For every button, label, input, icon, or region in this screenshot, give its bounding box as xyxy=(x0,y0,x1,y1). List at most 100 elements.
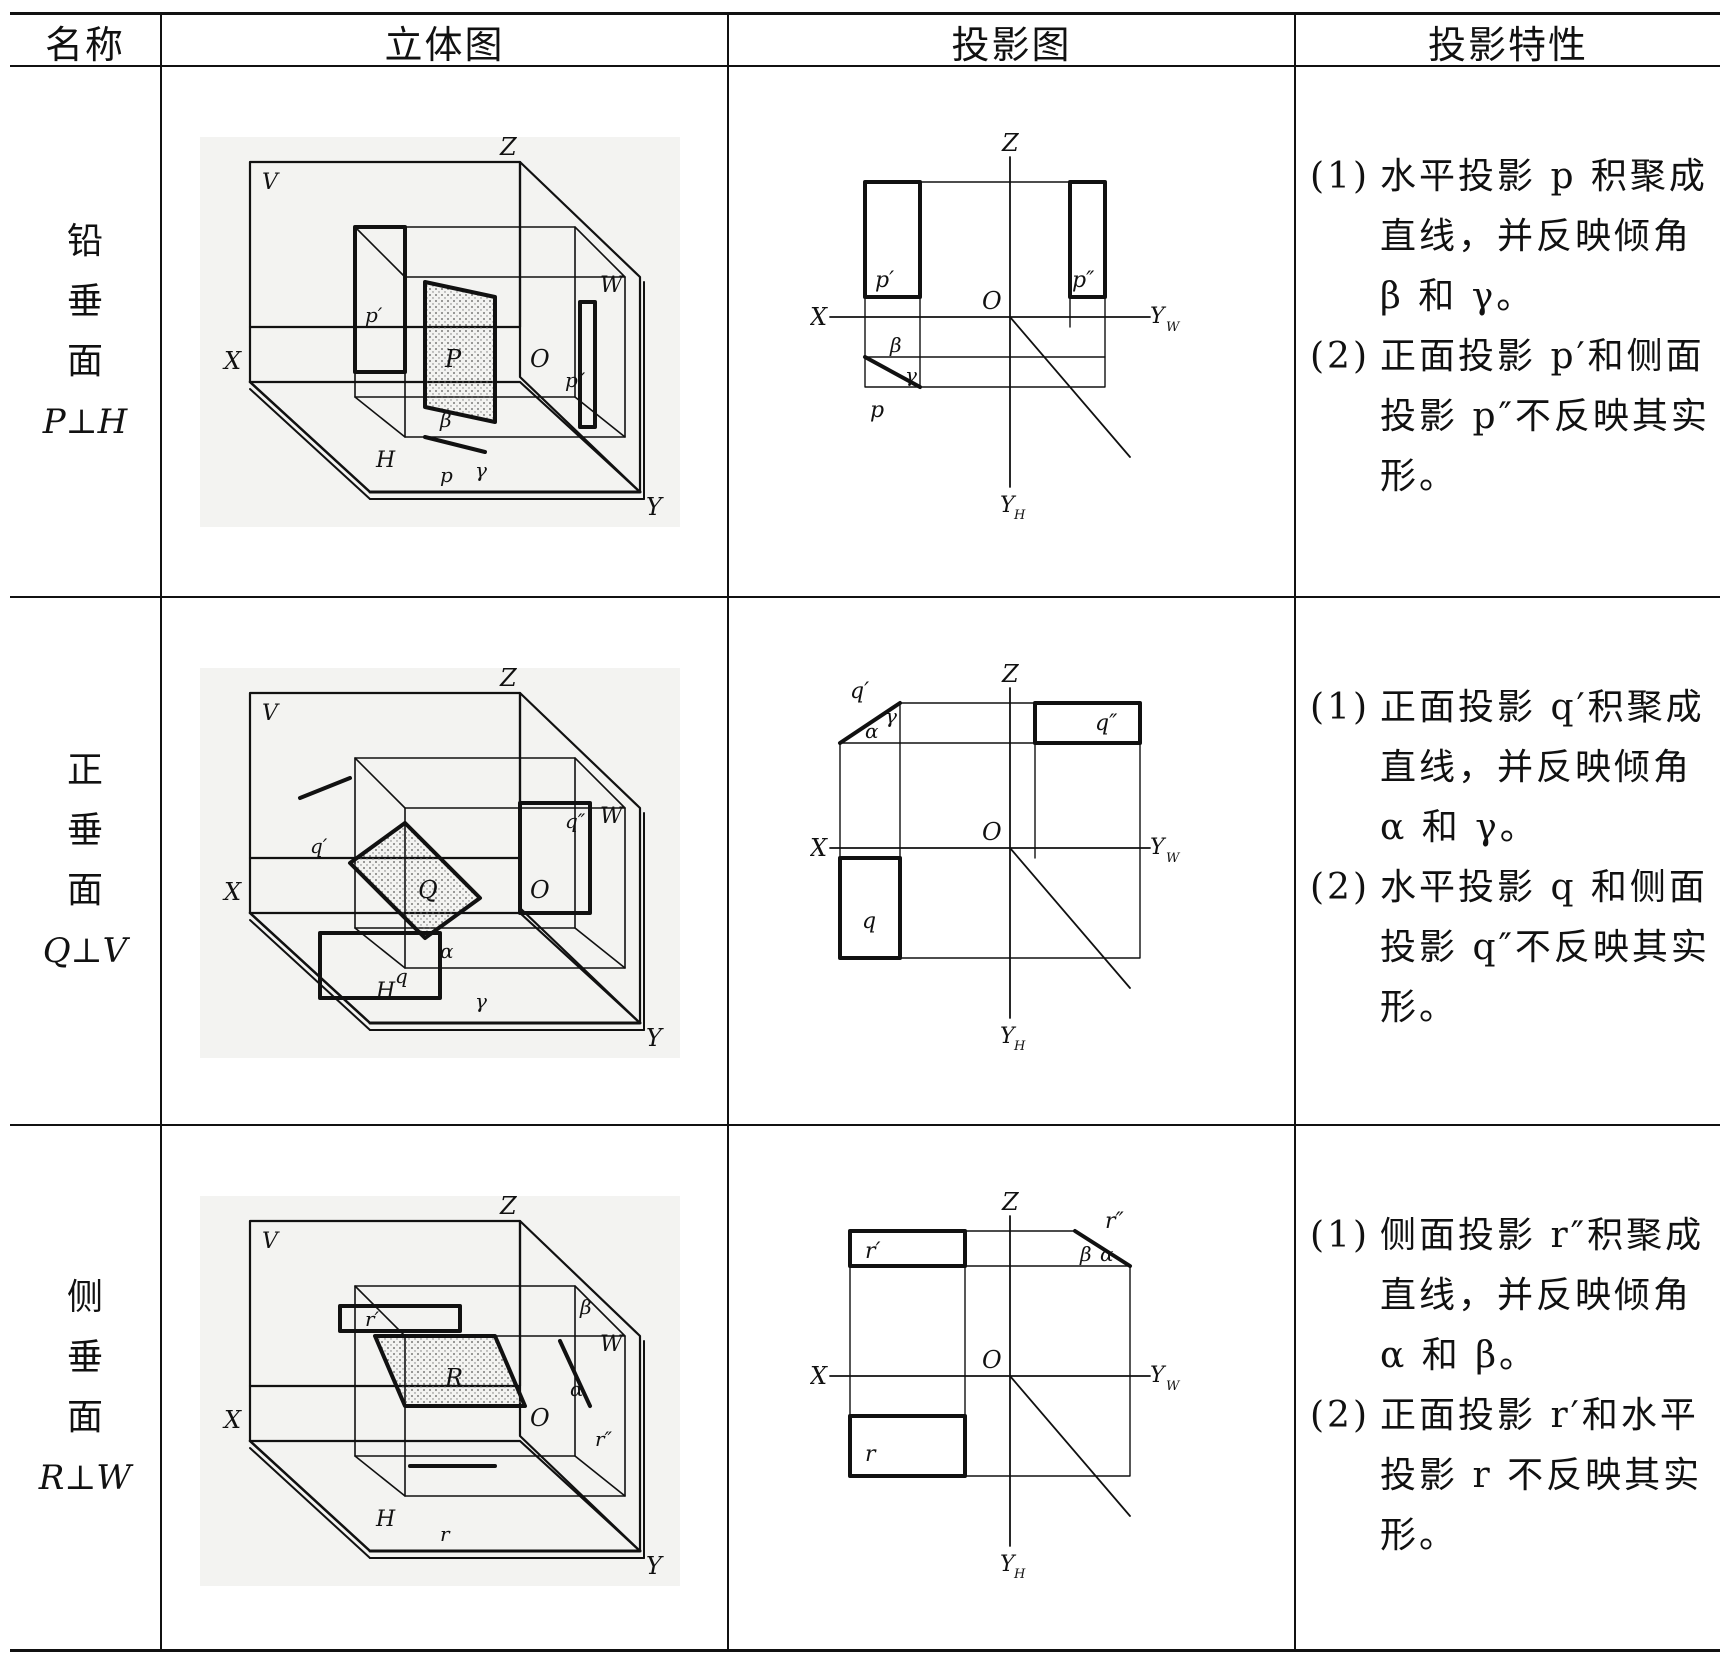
projection-box xyxy=(849,1265,1131,1477)
name-char: 面 xyxy=(66,340,103,382)
front-projection-label: r′ xyxy=(865,1239,881,1264)
row-name-cell: 侧 垂 面 R⊥W xyxy=(10,1126,160,1649)
column-divider xyxy=(727,15,729,1649)
angle-label: α xyxy=(570,1377,584,1401)
angle-label: α xyxy=(1100,1242,1114,1266)
yh-axis-subscript: H xyxy=(1013,1567,1026,1582)
side-projection xyxy=(518,801,592,915)
yw-axis-subscript: W xyxy=(1166,320,1181,335)
angle-label: β xyxy=(579,1295,592,1319)
yh-axis-subscript: H xyxy=(1013,1039,1026,1054)
name-char: 正 xyxy=(66,750,103,791)
yw-axis-label: Y xyxy=(1150,835,1167,860)
name-char: 面 xyxy=(66,870,103,911)
side-projection xyxy=(1073,1229,1132,1268)
horizontal-projection xyxy=(863,355,922,389)
projection-box xyxy=(864,181,1106,388)
property-number: (1) xyxy=(1310,1215,1370,1256)
property-text: 正面投影 r′和水平投影 r 不反映其实形。 xyxy=(1380,1395,1703,1556)
angle-label: γ xyxy=(905,363,917,387)
edge-line xyxy=(354,757,406,809)
table-bottom-rule xyxy=(10,1649,1720,1652)
name-char: 垂 xyxy=(66,1336,103,1378)
property-number: (1) xyxy=(1310,156,1370,197)
z-axis-label: Z xyxy=(499,668,518,692)
header-projection: 投影图 xyxy=(951,22,1072,67)
angle-label: α xyxy=(865,719,879,743)
origin-label: O xyxy=(530,876,550,904)
side-projection-label: q″ xyxy=(565,809,586,833)
side-projection-label: q″ xyxy=(1095,711,1118,736)
side-projection xyxy=(578,300,597,429)
header-name: 名称 xyxy=(44,22,125,67)
edge-line xyxy=(354,1285,406,1337)
horizontal-projection-label: r xyxy=(440,1522,451,1546)
inclined-plane xyxy=(348,821,482,940)
row-divider xyxy=(10,596,1720,598)
inclined-plane xyxy=(373,1334,527,1408)
v-plane xyxy=(248,691,522,860)
horizontal-projection-label: q xyxy=(395,964,408,988)
z-axis-label: Z xyxy=(1001,660,1020,688)
property-item: (1)水平投影 p 积聚成直线，并反映倾角 β 和 γ。 xyxy=(1310,147,1710,327)
z-axis-label: Z xyxy=(1001,129,1020,157)
header-stereo: 立体图 xyxy=(384,22,505,67)
table-top-rule xyxy=(10,12,1720,15)
angle-label: β xyxy=(889,333,902,357)
edge-line xyxy=(574,757,626,809)
horizontal-projection-label: p xyxy=(870,398,884,423)
front-projection-label: q′ xyxy=(310,834,328,858)
property-item: (2)正面投影 r′和水平投影 r 不反映其实形。 xyxy=(1310,1386,1710,1566)
v-plane-label: V xyxy=(262,170,280,195)
axis-line xyxy=(249,388,371,500)
front-projection-label: r′ xyxy=(365,1307,380,1331)
front-projection xyxy=(848,1229,967,1268)
origin-label: O xyxy=(982,287,1002,315)
column-divider xyxy=(160,15,162,1649)
horizontal-projection-label: p xyxy=(440,463,453,487)
side-projection-label: p″ xyxy=(1072,268,1095,293)
name-char: 垂 xyxy=(66,280,103,322)
yh-axis-label: Y xyxy=(1000,1024,1017,1049)
h-plane-label: H xyxy=(375,979,396,1004)
property-text: 侧面投影 r″积聚成直线，并反映倾角 α 和 β。 xyxy=(1380,1215,1705,1376)
property-list: (1)侧面投影 r″积聚成直线，并反映倾角 α 和 β。(2)正面投影 r′和水… xyxy=(1310,1206,1710,1566)
angle-label: α xyxy=(440,939,454,963)
w-plane-label: W xyxy=(600,1332,625,1357)
w-plane-label: W xyxy=(600,804,625,829)
z-axis-label: Z xyxy=(499,1196,518,1220)
front-projection xyxy=(353,225,407,374)
side-projection xyxy=(1068,180,1107,299)
yh-axis-label: Y xyxy=(1000,493,1017,518)
side-projection xyxy=(1033,701,1142,745)
angle-label: γ xyxy=(885,704,897,728)
horizontal-projection-label: q xyxy=(862,909,876,934)
perpendicular-relation: Q⊥V xyxy=(42,931,128,971)
name-char: 面 xyxy=(66,1396,103,1438)
header-rule xyxy=(10,65,1720,67)
property-number: (2) xyxy=(1310,336,1370,377)
row-divider xyxy=(10,1124,1720,1126)
axis-line xyxy=(249,1447,371,1559)
z-axis-label: Z xyxy=(1001,1188,1020,1216)
y-axis-label: Y xyxy=(646,1552,664,1580)
row-name-cell: 铅 垂 面 P⊥H xyxy=(10,67,160,596)
z-axis-label: Z xyxy=(499,137,518,161)
y-axis-label: Y xyxy=(646,1024,664,1052)
x-axis-label: X xyxy=(222,347,242,375)
front-projection xyxy=(863,180,922,299)
property-item: (2)正面投影 p′和侧面投影 p″不反映其实形。 xyxy=(1310,327,1710,507)
edge-line xyxy=(354,226,406,278)
property-item: (1)侧面投影 r″积聚成直线，并反映倾角 α 和 β。 xyxy=(1310,1206,1710,1386)
